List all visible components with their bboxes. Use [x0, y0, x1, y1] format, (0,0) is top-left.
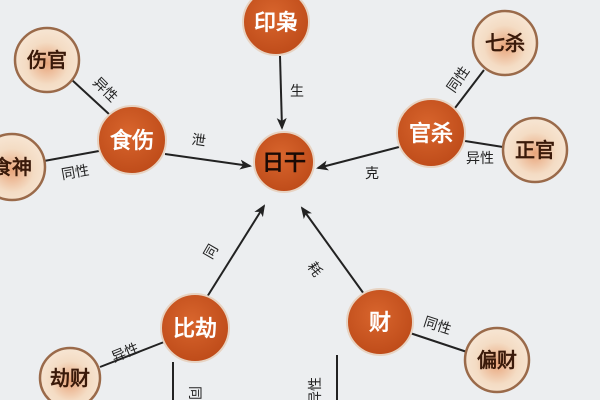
- svg-text:官杀: 官杀: [409, 121, 453, 147]
- edge-shishen: [43, 150, 100, 162]
- edge-qisha: [454, 69, 485, 109]
- node-qisha: 七杀: [471, 9, 539, 77]
- edge-bijie-center: [206, 204, 266, 298]
- node-shangguan: 伤官: [13, 26, 81, 94]
- svg-text:劫财: 劫财: [50, 366, 90, 390]
- edge-piancai: [409, 332, 468, 353]
- label-tong: 同: [201, 242, 222, 262]
- edge-shangguan: [71, 79, 111, 116]
- svg-text:食伤: 食伤: [110, 128, 154, 154]
- label-bijie-down: 同性: [186, 386, 202, 400]
- node-shishang: 食伤: [97, 105, 167, 175]
- edge-yinxiao-center: [276, 55, 287, 130]
- label-xie: 泄: [191, 132, 207, 150]
- svg-text:日干: 日干: [262, 151, 306, 176]
- edge-cai-center: [300, 206, 365, 295]
- edge-guansha-center: [316, 146, 400, 171]
- edge-jiecai: [99, 341, 165, 368]
- node-guansha: 官杀: [396, 98, 466, 168]
- svg-text:财: 财: [369, 311, 391, 336]
- node-cai: 财: [346, 288, 414, 356]
- edge-shishang-center: [164, 153, 252, 170]
- svg-text:偏财: 偏财: [477, 348, 517, 372]
- edge-zhengguan: [464, 140, 504, 148]
- label-zhengguan-yixing: 异性: [466, 151, 494, 167]
- node-shishen: 食神: [0, 132, 47, 202]
- label-jiecai-yixing: 异性: [110, 341, 142, 366]
- node-yinxiao: 印枭: [242, 0, 310, 56]
- svg-text:正官: 正官: [515, 138, 555, 162]
- node-center-rigan: 日干: [253, 131, 315, 193]
- svg-text:印枭: 印枭: [254, 10, 298, 36]
- node-piancai: 偏财: [463, 326, 531, 394]
- label-hao: 耗: [304, 259, 325, 280]
- label-sheng: 生: [290, 84, 304, 100]
- label-cai-down: 异性: [308, 377, 324, 400]
- node-bijie: 比劫: [160, 293, 230, 363]
- label-ke: 克: [365, 166, 379, 182]
- label-piancai-tongxing: 同性: [421, 314, 453, 338]
- svg-text:比劫: 比劫: [173, 316, 217, 342]
- node-jiecai: 劫财: [38, 346, 102, 400]
- label-shishen-tongxing: 同性: [60, 163, 90, 184]
- node-zhengguan: 正官: [501, 116, 569, 184]
- svg-text:伤官: 伤官: [26, 48, 67, 72]
- svg-text:七杀: 七杀: [485, 31, 525, 55]
- svg-text:食神: 食神: [0, 155, 32, 179]
